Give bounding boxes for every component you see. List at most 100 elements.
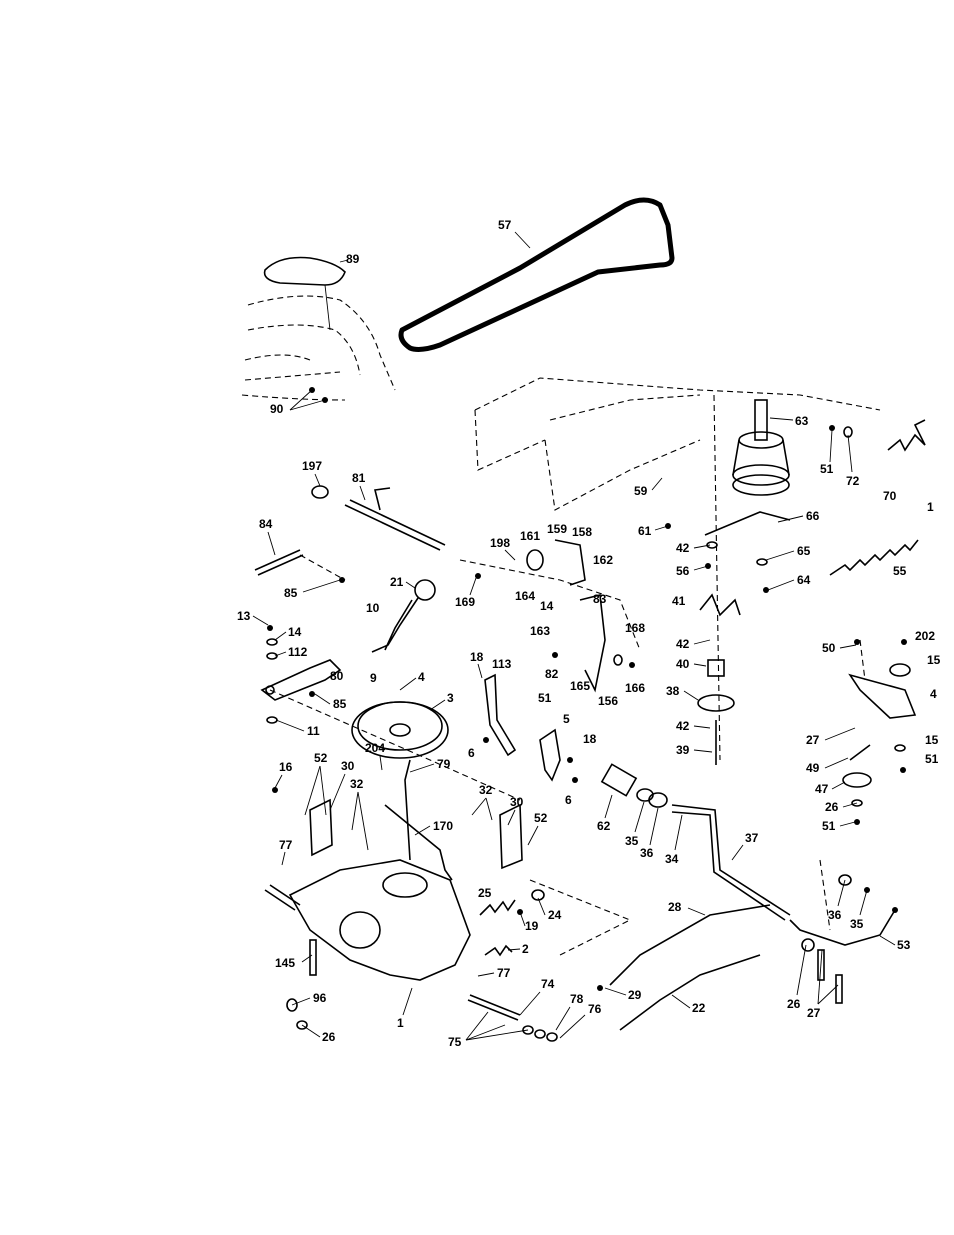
callout-42a: 42 (676, 541, 690, 555)
callout-168: 168 (625, 621, 645, 635)
callout-164: 164 (515, 589, 535, 603)
callout-81: 81 (352, 471, 366, 485)
callout-11: 11 (307, 724, 320, 738)
callout-57: 57 (498, 218, 512, 232)
callout-62: 62 (597, 819, 611, 833)
transmission-pulley (351, 701, 449, 759)
callout-204: 204 (365, 741, 385, 755)
callout-13: 13 (237, 609, 251, 623)
callout-156: 156 (598, 694, 618, 708)
callout-70: 70 (883, 489, 897, 503)
callout-39: 39 (676, 743, 690, 757)
frame-edge (241, 394, 346, 401)
callout-4a: 4 (418, 670, 425, 684)
callout-37: 37 (745, 831, 759, 845)
engine-pulley (732, 399, 790, 496)
callout-61: 61 (638, 524, 652, 538)
callout-36a: 36 (640, 846, 654, 860)
spacer-40 (707, 659, 725, 677)
seat-handle (263, 256, 346, 286)
callout-36b: 36 (828, 908, 842, 922)
idler-pulley-38 (697, 694, 735, 712)
drawing (241, 197, 926, 1031)
callout-14b: 14 (288, 625, 302, 639)
callout-16: 16 (279, 760, 293, 774)
callout-25: 25 (478, 886, 492, 900)
callout-35b: 35 (850, 917, 864, 931)
callout-15a: 15 (927, 653, 941, 667)
callout-76: 76 (588, 1002, 602, 1016)
callout-162: 162 (593, 553, 613, 567)
callout-27a: 27 (806, 733, 820, 747)
callout-198: 198 (490, 536, 510, 550)
callout-30a: 30 (341, 759, 355, 773)
callout-83: 83 (593, 592, 607, 606)
callout-161: 161 (520, 529, 540, 543)
callout-163: 163 (530, 624, 550, 638)
spring-2 (484, 944, 513, 957)
callout-22: 22 (692, 1001, 706, 1015)
callout-65: 65 (797, 544, 811, 558)
callout-3: 3 (447, 691, 454, 705)
callout-85a: 85 (284, 586, 298, 600)
callout-30b: 30 (510, 795, 524, 809)
belt-guide-wire (887, 419, 926, 452)
callout-166: 166 (625, 681, 645, 695)
callout-64: 64 (797, 573, 811, 587)
shift-knob (414, 579, 436, 601)
callout-51d: 51 (822, 819, 836, 833)
callout-34: 34 (665, 852, 679, 866)
clutch-assembly (459, 539, 641, 693)
callout-52b: 52 (534, 811, 548, 825)
callout-75: 75 (448, 1035, 462, 1049)
callout-26c: 26 (322, 1030, 336, 1044)
callout-96: 96 (313, 991, 327, 1005)
callout-14a: 14 (540, 599, 554, 613)
callout-77a: 77 (279, 838, 293, 852)
callout-51b: 51 (538, 691, 552, 705)
shift-shaft (344, 499, 446, 551)
control-rod (254, 549, 304, 576)
callout-170: 170 (433, 819, 453, 833)
callout-27b: 27 (807, 1006, 821, 1020)
fender-outline-2 (247, 324, 361, 376)
callout-51c: 51 (925, 752, 939, 766)
callout-74: 74 (541, 977, 555, 991)
callout-47: 47 (815, 782, 829, 796)
callout-42b: 42 (676, 637, 690, 651)
callout-159: 159 (547, 522, 567, 536)
callout-51a: 51 (820, 462, 834, 476)
callout-38: 38 (666, 684, 680, 698)
callout-6b: 6 (565, 793, 572, 807)
callout-169: 169 (455, 595, 475, 609)
callout-10: 10 (366, 601, 380, 615)
idler-arm-41 (699, 593, 741, 617)
tension-spring (829, 539, 919, 576)
callout-113: 113 (492, 657, 512, 671)
callout-18a: 18 (470, 650, 484, 664)
callout-42c: 42 (676, 719, 690, 733)
fender-outline-4 (244, 371, 341, 381)
pedal-shaft (671, 804, 791, 921)
frame-dashed-2 (474, 409, 546, 471)
callout-1b: 1 (397, 1016, 404, 1030)
fender-outline (247, 295, 396, 391)
idler-bracket (848, 673, 917, 719)
mount-plate-right (499, 803, 523, 870)
callout-79: 79 (437, 757, 451, 771)
callout-202: 202 (915, 629, 935, 643)
fender-outline-3 (244, 354, 311, 361)
lever-bracket (260, 659, 342, 701)
drive-belt (398, 197, 675, 352)
callout-49: 49 (806, 761, 820, 775)
callout-112: 112 (288, 645, 308, 659)
callout-90: 90 (270, 402, 284, 416)
bushing-62 (600, 763, 638, 797)
callout-9: 9 (370, 671, 377, 685)
callout-32b: 32 (479, 783, 493, 797)
callout-26a: 26 (825, 800, 839, 814)
callout-15b: 15 (925, 733, 939, 747)
frame-dashed-4 (549, 394, 701, 421)
callout-158: 158 (572, 525, 592, 539)
callout-77b: 77 (497, 966, 511, 980)
